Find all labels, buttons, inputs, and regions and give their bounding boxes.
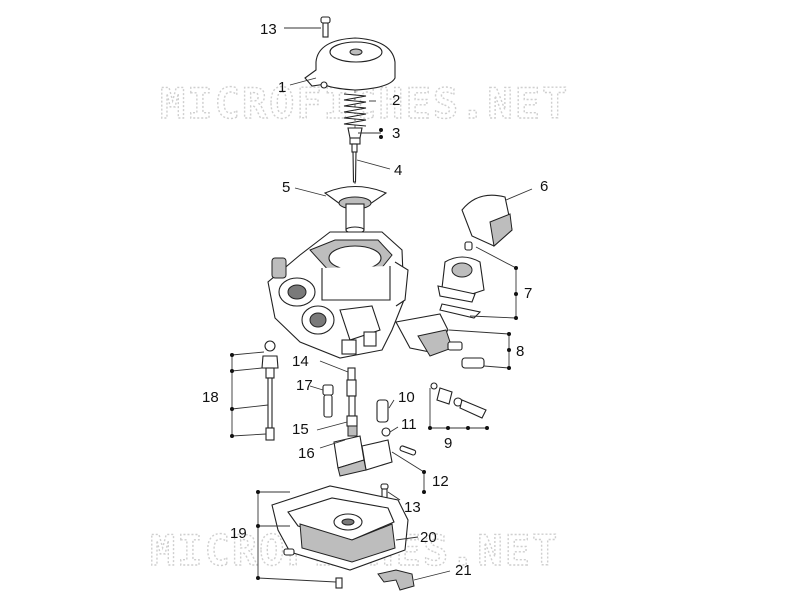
idle-screw-set bbox=[430, 382, 487, 419]
callout-labels: 13 1 2 3 4 5 6 7 8 9 10 11 12 13 14 17 1… bbox=[202, 21, 548, 579]
choke-cover bbox=[461, 194, 513, 247]
callout-7: 7 bbox=[524, 285, 532, 302]
top-screw bbox=[320, 16, 331, 38]
enrichment-valve bbox=[261, 340, 279, 441]
callout-1: 1 bbox=[278, 79, 286, 96]
throttle-sensor bbox=[395, 313, 485, 369]
float bbox=[333, 435, 417, 477]
leader-lines bbox=[231, 27, 533, 583]
bracket-dots bbox=[230, 128, 518, 580]
callout-9: 9 bbox=[444, 435, 452, 452]
slide-spring bbox=[343, 93, 367, 127]
callout-4: 4 bbox=[394, 162, 402, 179]
diaphragm-slide bbox=[323, 186, 388, 234]
clip bbox=[381, 427, 391, 437]
callout-21: 21 bbox=[455, 562, 472, 579]
callout-20: 20 bbox=[420, 529, 437, 546]
needle-retainer bbox=[347, 127, 363, 145]
callout-10: 10 bbox=[398, 389, 415, 406]
callout-15: 15 bbox=[292, 421, 309, 438]
callout-11: 11 bbox=[401, 416, 417, 433]
callout-3: 3 bbox=[392, 125, 400, 142]
starter-assembly bbox=[437, 241, 485, 319]
callout-8: 8 bbox=[516, 343, 524, 360]
callout-13-lower: 13 bbox=[404, 499, 421, 516]
callout-18: 18 bbox=[202, 389, 219, 406]
main-jet-holder bbox=[376, 399, 389, 423]
callout-12: 12 bbox=[432, 473, 449, 490]
carburetor-cover bbox=[304, 37, 396, 91]
bracket bbox=[377, 569, 415, 591]
callout-14: 14 bbox=[292, 353, 309, 370]
callout-2: 2 bbox=[392, 92, 400, 109]
callout-16: 16 bbox=[298, 445, 315, 462]
callout-17: 17 bbox=[296, 377, 313, 394]
jets-column bbox=[322, 367, 358, 437]
callout-6: 6 bbox=[540, 178, 548, 195]
callout-13-top: 13 bbox=[260, 21, 277, 38]
callout-5: 5 bbox=[282, 179, 290, 196]
callout-19: 19 bbox=[230, 525, 247, 542]
jet-needle bbox=[351, 143, 358, 183]
carburetor-body bbox=[267, 231, 409, 359]
float-bowl bbox=[271, 485, 409, 589]
